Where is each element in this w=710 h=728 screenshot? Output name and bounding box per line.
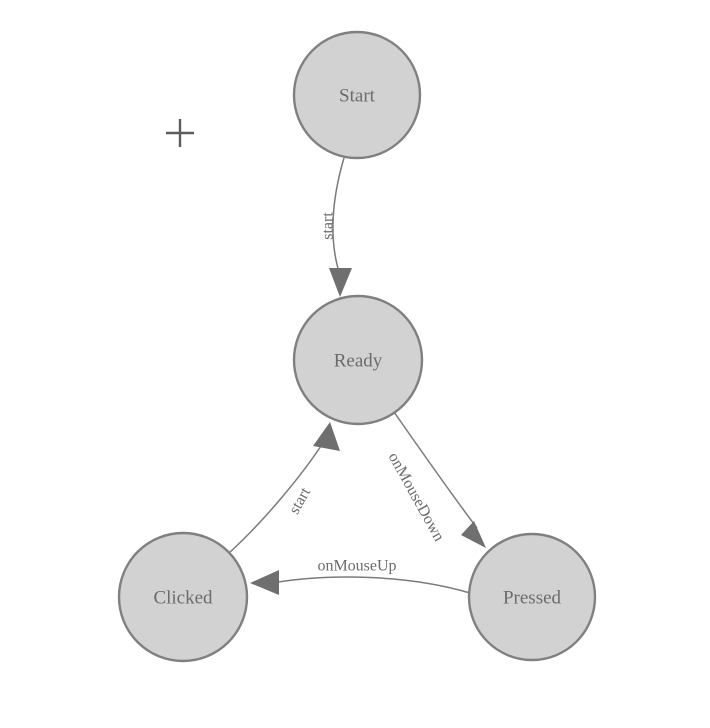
state-node-ready-circle bbox=[292, 294, 424, 426]
state-node-start-circle bbox=[292, 30, 422, 160]
state-node-start[interactable]: Start bbox=[292, 30, 422, 160]
arrowhead-into-ready-bottom bbox=[313, 422, 340, 451]
state-node-clicked-circle bbox=[117, 531, 249, 663]
state-node-start-label: Start bbox=[339, 86, 376, 107]
edge-ready-to-pressed[interactable]: onMouseDown bbox=[385, 411, 486, 548]
state-node-ready[interactable]: Ready bbox=[292, 294, 424, 426]
state-node-clicked[interactable]: Clicked bbox=[117, 531, 249, 663]
arrowhead-into-ready-top bbox=[329, 268, 352, 297]
edge-label-clicked-to-ready: start bbox=[286, 484, 314, 517]
edge-label-ready-to-pressed: onMouseDown bbox=[385, 450, 448, 545]
state-node-clicked-label: Clicked bbox=[153, 588, 213, 609]
state-node-pressed-label: Pressed bbox=[503, 588, 562, 609]
edge-label-start-to-ready: start bbox=[320, 212, 337, 240]
edge-line-ready-to-pressed bbox=[393, 411, 478, 529]
crosshair-cursor-icon bbox=[166, 119, 194, 147]
state-node-pressed[interactable]: Pressed bbox=[467, 532, 597, 662]
edge-pressed-to-clicked[interactable]: onMouseUp bbox=[250, 558, 471, 596]
state-node-ready-label: Ready bbox=[334, 351, 383, 372]
edge-label-pressed-to-clicked: onMouseUp bbox=[317, 558, 396, 575]
edge-line-pressed-to-clicked bbox=[271, 576, 471, 594]
edge-line-start-to-ready bbox=[332, 157, 345, 276]
edge-line-clicked-to-ready bbox=[228, 442, 324, 554]
edge-clicked-to-ready[interactable]: start bbox=[228, 422, 340, 554]
arrowhead-into-clicked bbox=[250, 570, 279, 595]
state-node-pressed-circle bbox=[467, 532, 597, 662]
arrowhead-into-pressed bbox=[461, 521, 486, 548]
edge-start-to-ready[interactable]: start bbox=[320, 157, 353, 297]
